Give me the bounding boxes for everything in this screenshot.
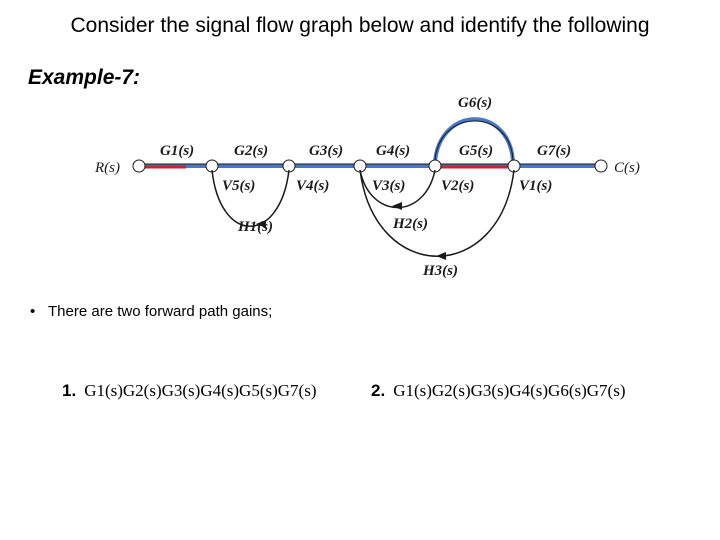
h1-arrow xyxy=(256,220,266,228)
label-g6: G6(s) xyxy=(458,95,492,111)
bullet-text: There are two forward path gains; xyxy=(48,303,273,320)
path-2-number: 2. xyxy=(371,381,386,400)
node-c xyxy=(594,159,608,173)
h1-loop xyxy=(211,169,290,227)
label-v2: V2(s) xyxy=(441,178,474,194)
label-h2: H2(s) xyxy=(392,216,428,232)
label-g3: G3(s) xyxy=(309,143,343,159)
path-1-expression: G1(s)G2(s)G3(s)G4(s)G5(s)G7(s) xyxy=(84,381,317,400)
label-g5: G5(s) xyxy=(459,143,493,159)
signal-flow-graph: R(s) C(s) G1(s) G2(s) G3(s) G4(s) G5(s) … xyxy=(94,95,640,279)
label-h1: H1(s) xyxy=(237,219,273,235)
slide-title: Consider the signal flow graph below and… xyxy=(70,14,650,37)
path-1-number: 1. xyxy=(62,381,77,400)
label-g2: G2(s) xyxy=(234,143,268,159)
node-r xyxy=(132,159,146,173)
label-v3: V3(s) xyxy=(372,178,405,194)
bullet-dot: • xyxy=(30,303,36,320)
label-g4: G4(s) xyxy=(376,143,410,159)
forward-path-2: 2. G1(s)G2(s)G3(s)G4(s)G6(s)G7(s) xyxy=(371,381,625,401)
label-h3: H3(s) xyxy=(422,263,458,279)
g6-branch-thin xyxy=(434,120,514,161)
path-2-expression: G1(s)G2(s)G3(s)G4(s)G6(s)G7(s) xyxy=(393,381,626,400)
label-g1: G1(s) xyxy=(160,143,194,159)
label-c: C(s) xyxy=(614,160,640,176)
bullet-item: • There are two forward path gains; xyxy=(30,303,272,320)
label-v5: V5(s) xyxy=(222,178,255,194)
h2-arrow xyxy=(392,202,402,210)
forward-path-1: 1. G1(s)G2(s)G3(s)G4(s)G5(s)G7(s) xyxy=(62,381,316,401)
h3-arrow xyxy=(436,252,446,260)
label-v1: V1(s) xyxy=(519,178,552,194)
label-r: R(s) xyxy=(94,160,120,176)
example-heading: Example-7: xyxy=(28,66,141,89)
label-g7: G7(s) xyxy=(537,143,571,159)
label-v4: V4(s) xyxy=(296,178,329,194)
